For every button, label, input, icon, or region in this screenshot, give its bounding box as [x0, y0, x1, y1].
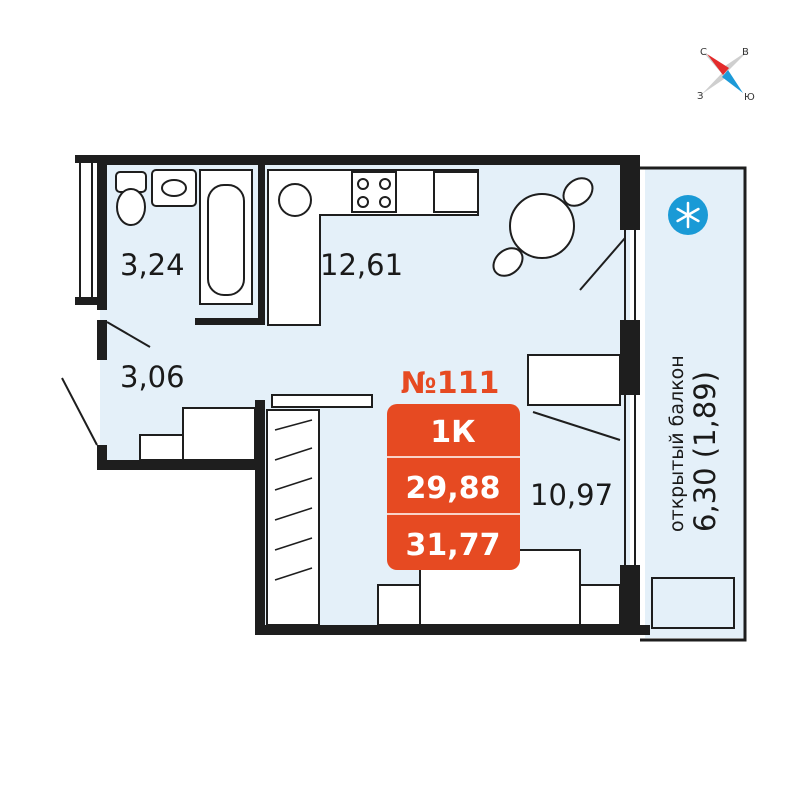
walls	[75, 155, 650, 635]
doors	[61, 237, 626, 446]
snowflake-icon	[668, 195, 708, 235]
windows	[79, 163, 636, 565]
apartment-type: 1К	[430, 415, 476, 450]
total-area: 31,77	[406, 528, 501, 563]
kitchen-area: 12,61	[320, 248, 403, 282]
hall-area: 3,06	[120, 360, 185, 394]
balcony-outline	[640, 166, 747, 642]
furniture	[115, 169, 621, 626]
wardrobe-hangers	[274, 419, 313, 581]
room-area: 10,97	[530, 478, 613, 512]
compass-icon: С В З Ю	[697, 47, 755, 103]
balcony-area: 6,30 (1,89)	[688, 371, 722, 532]
compass-north: С	[700, 47, 707, 58]
compass-west: З	[697, 91, 703, 102]
apartment-badge: 1К 29,88 31,77	[387, 404, 520, 570]
living-area: 29,88	[406, 471, 501, 506]
compass-south: Ю	[744, 92, 755, 103]
bathroom-area: 3,24	[120, 248, 185, 282]
apartment-number: №111	[401, 366, 500, 401]
compass-east: В	[742, 47, 749, 58]
balcony-label: открытый балкон	[666, 355, 688, 532]
